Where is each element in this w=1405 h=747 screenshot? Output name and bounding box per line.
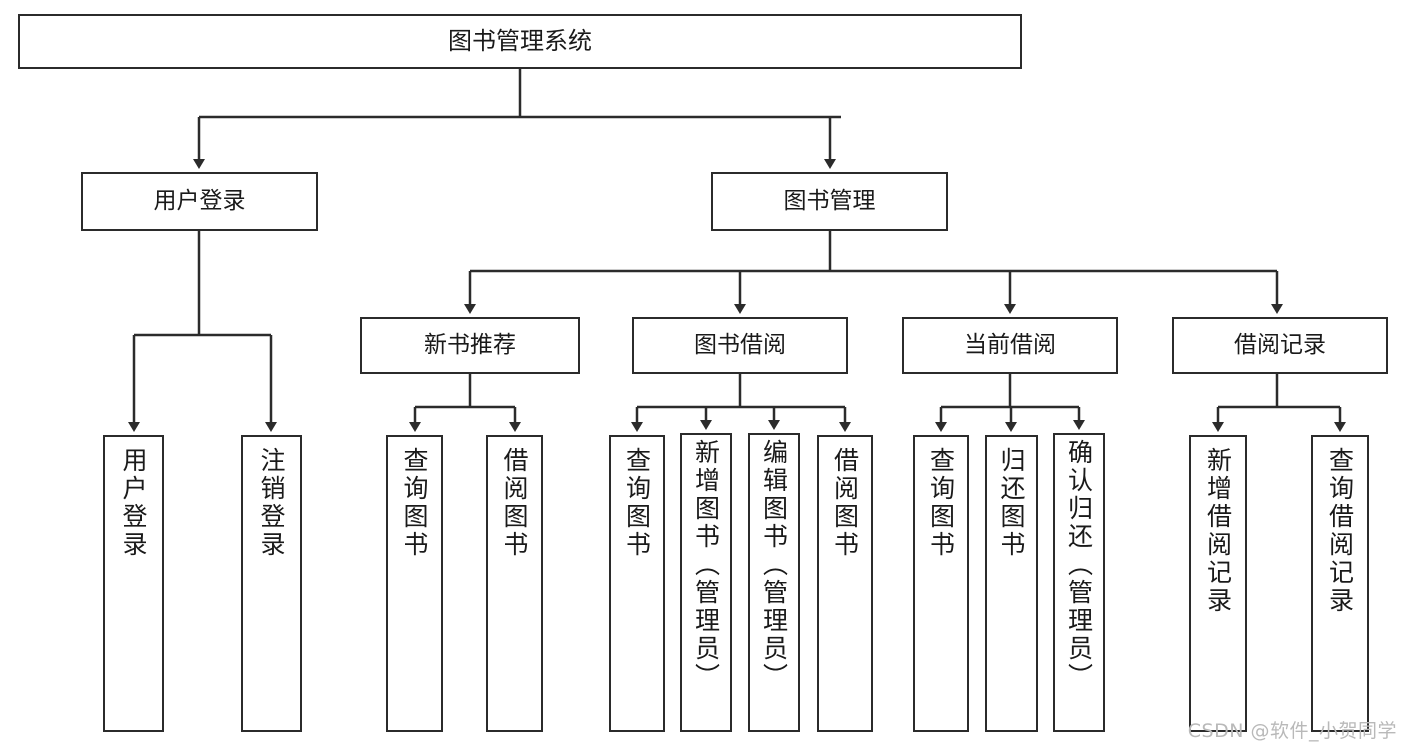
node-user-login[interactable]: 用户登录 (81, 172, 318, 231)
node-new-book-rec[interactable]: 新书推荐 (360, 317, 580, 374)
node-leaf-borrow-book-label: 借阅图书 (830, 447, 860, 559)
node-leaf-user-logout[interactable]: 注销登录 (241, 435, 302, 732)
node-book-manage[interactable]: 图书管理 (711, 172, 948, 231)
node-leaf-edit-book[interactable]: 编辑图书（管理员） (748, 433, 800, 732)
node-leaf-user-logout-label: 注销登录 (257, 447, 286, 559)
node-leaf-query-book-cur-label: 查询图书 (926, 447, 956, 559)
node-leaf-borrow-book-rec-label: 借阅图书 (500, 447, 529, 559)
node-leaf-query-book-rec-label: 查询图书 (400, 447, 429, 559)
node-root[interactable]: 图书管理系统 (18, 14, 1022, 69)
node-leaf-query-book-rec[interactable]: 查询图书 (386, 435, 443, 732)
node-leaf-user-login[interactable]: 用户登录 (103, 435, 164, 732)
node-leaf-borrow-book[interactable]: 借阅图书 (817, 435, 873, 732)
node-leaf-confirm-return-label: 确认归还（管理员） (1064, 439, 1094, 691)
node-leaf-query-record-label: 查询借阅记录 (1325, 447, 1355, 615)
node-leaf-user-login-label: 用户登录 (119, 447, 148, 559)
node-leaf-query-record[interactable]: 查询借阅记录 (1311, 435, 1369, 732)
node-new-book-rec-label: 新书推荐 (424, 331, 516, 358)
node-user-login-label: 用户登录 (153, 187, 246, 214)
node-root-label: 图书管理系统 (448, 27, 592, 56)
node-leaf-query-book-borrow-label: 查询图书 (622, 447, 652, 559)
node-leaf-add-book-label: 新增图书（管理员） (691, 439, 721, 691)
node-book-manage-label: 图书管理 (783, 187, 876, 214)
node-leaf-edit-book-label: 编辑图书（管理员） (759, 439, 789, 691)
node-book-borrow[interactable]: 图书借阅 (632, 317, 848, 374)
node-leaf-query-book-cur[interactable]: 查询图书 (913, 435, 969, 732)
csdn-watermark: CSDN @软件_小贺同学 (1187, 720, 1397, 742)
node-borrow-record[interactable]: 借阅记录 (1172, 317, 1388, 374)
node-leaf-confirm-return[interactable]: 确认归还（管理员） (1053, 433, 1105, 732)
node-leaf-add-record[interactable]: 新增借阅记录 (1189, 435, 1247, 732)
node-book-borrow-label: 图书借阅 (694, 331, 786, 358)
node-current-borrow[interactable]: 当前借阅 (902, 317, 1118, 374)
node-current-borrow-label: 当前借阅 (964, 331, 1056, 358)
node-borrow-record-label: 借阅记录 (1234, 331, 1326, 358)
node-leaf-borrow-book-rec[interactable]: 借阅图书 (486, 435, 543, 732)
node-leaf-add-book[interactable]: 新增图书（管理员） (680, 433, 732, 732)
node-leaf-add-record-label: 新增借阅记录 (1203, 447, 1233, 615)
node-leaf-return-book[interactable]: 归还图书 (985, 435, 1038, 732)
node-leaf-return-book-label: 归还图书 (997, 447, 1026, 559)
node-leaf-query-book-borrow[interactable]: 查询图书 (609, 435, 665, 732)
